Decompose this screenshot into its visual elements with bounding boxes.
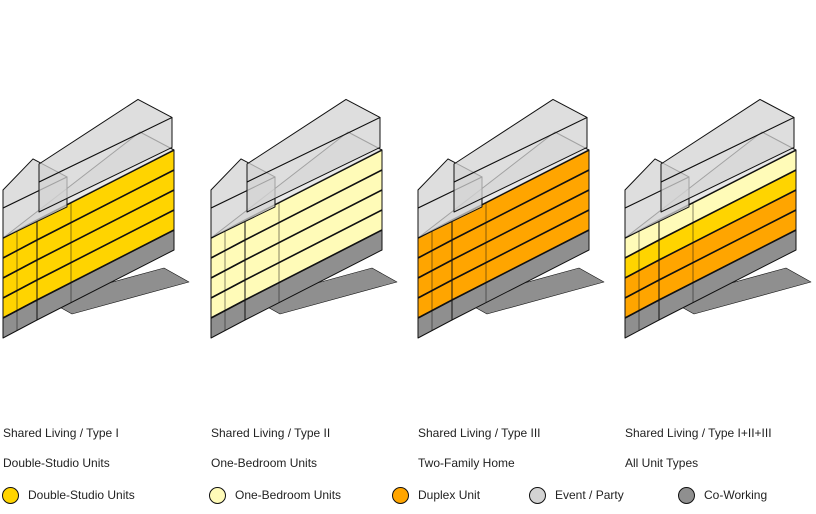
legend-swatch-event: [529, 486, 546, 504]
legend-item-one-bedroom: One-Bedroom Units: [209, 485, 341, 505]
legend-item-coworking: Co-Working: [678, 485, 767, 505]
floor-line-front-1: [624, 299, 660, 319]
legend-label-one-bedroom: One-Bedroom Units: [235, 488, 342, 502]
building-3: [417, 98, 605, 339]
floor-line-front-3: [210, 259, 246, 279]
floor-line-side-4: [36, 169, 175, 241]
building-2: [210, 98, 398, 339]
building-1: [2, 98, 190, 339]
legend-item-double-studio: Double-Studio Units: [2, 485, 135, 505]
floor-line-front-2: [624, 279, 660, 299]
floor-line-front-3: [624, 259, 660, 279]
floor-line-front-2: [210, 279, 246, 299]
floor-line-side-3: [244, 189, 383, 261]
floor-line-side-1: [244, 229, 383, 301]
panel-3-title: Shared Living / Type III: [418, 426, 541, 440]
panel-1-subtitle: Double-Studio Units: [3, 456, 110, 470]
floor-line-front-4: [2, 239, 38, 259]
event-box-2-top: [660, 98, 795, 183]
floor-line-side-3: [36, 189, 175, 261]
legend-item-duplex: Duplex Unit: [392, 485, 480, 505]
panel-3-subtitle: Two-Family Home: [418, 456, 515, 470]
floor-line-side-2: [658, 209, 797, 281]
floor-line-front-4: [417, 239, 453, 259]
massing-diagram: [2, 98, 812, 339]
ground-shadow: [46, 267, 190, 315]
event-box-2-top: [38, 98, 173, 183]
floor-line-side-1: [451, 229, 590, 301]
floor-line-front-1: [210, 299, 246, 319]
event-box-2-top: [453, 98, 588, 183]
floor-line-side-3: [658, 189, 797, 261]
floor-line-front-3: [2, 259, 38, 279]
legend-label-coworking: Co-Working: [704, 488, 768, 502]
floor-line-front-2: [417, 279, 453, 299]
legend-label-double-studio: Double-Studio Units: [28, 488, 135, 502]
event-box-2-top: [246, 98, 381, 183]
floor-line-side-1: [658, 229, 797, 301]
panel-4-subtitle: All Unit Types: [625, 456, 699, 470]
legend-item-event: Event / Party: [529, 485, 624, 505]
panel-2-subtitle: One-Bedroom Units: [211, 456, 318, 470]
floor-line-front-4: [210, 239, 246, 259]
panel-2-title: Shared Living / Type II: [211, 426, 331, 440]
floor-line-side-2: [451, 209, 590, 281]
floor-line-side-4: [658, 169, 797, 241]
legend-swatch-type-iii: [392, 486, 409, 504]
floor-line-side-2: [244, 209, 383, 281]
floor-line-front-3: [417, 259, 453, 279]
ground-shadow: [668, 267, 812, 315]
floor-line-front-4: [624, 239, 660, 259]
legend-swatch-type-ii: [209, 486, 226, 504]
panel-4-title: Shared Living / Type I+II+III: [625, 426, 772, 440]
legend-swatch-coworking: [678, 486, 695, 504]
ground-shadow: [461, 267, 605, 315]
building-4: [624, 98, 812, 339]
legend-swatch-type-i: [2, 486, 19, 504]
legend-label-event: Event / Party: [555, 488, 624, 502]
floor-line-side-4: [244, 169, 383, 241]
ground-shadow: [254, 267, 398, 315]
floor-line-side-3: [451, 189, 590, 261]
floor-line-front-1: [417, 299, 453, 319]
floor-line-side-1: [36, 229, 175, 301]
panel-1-title: Shared Living / Type I: [3, 426, 119, 440]
floor-line-side-2: [36, 209, 175, 281]
floor-line-front-1: [2, 299, 38, 319]
legend-label-duplex: Duplex Unit: [418, 488, 481, 502]
floor-line-front-2: [2, 279, 38, 299]
floor-line-side-4: [451, 169, 590, 241]
